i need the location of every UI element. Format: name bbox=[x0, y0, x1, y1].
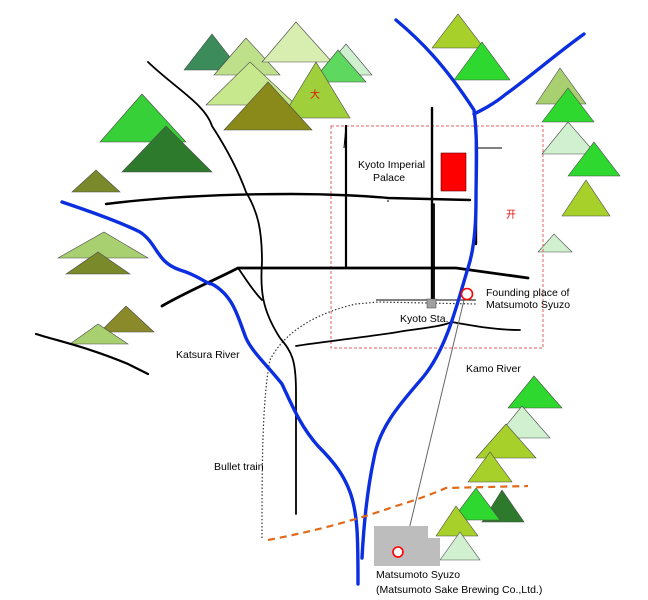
imperial-palace-block bbox=[440, 152, 467, 192]
shrine-mark: 开 bbox=[506, 210, 516, 221]
road-south-station bbox=[295, 321, 521, 347]
katsura-river-label: Katsura River bbox=[176, 349, 240, 361]
katsura-river bbox=[60, 200, 360, 586]
rivers bbox=[60, 18, 586, 586]
founding-place-label-2: Matsumoto Syuzo bbox=[486, 299, 570, 311]
mountain bbox=[507, 375, 563, 409]
map-labels: Kyoto Imperial Palace Founding place of … bbox=[176, 159, 570, 596]
mountains bbox=[56, 13, 621, 561]
road-west-split bbox=[237, 267, 263, 301]
mountain bbox=[453, 41, 511, 81]
road-north-west bbox=[147, 61, 297, 515]
kamo-river-upper-east bbox=[472, 32, 586, 116]
mountain bbox=[431, 13, 485, 49]
brewery-label-1: Matsumoto Syuzo bbox=[376, 569, 460, 581]
kamo-river-label: Kamo River bbox=[466, 363, 521, 375]
kamo-river bbox=[360, 18, 479, 560]
brewery-marker bbox=[392, 546, 404, 558]
mountain bbox=[69, 323, 129, 345]
road-east-west-upper bbox=[104, 192, 472, 206]
mountain bbox=[467, 451, 513, 483]
kyoto-station-marker bbox=[426, 298, 437, 309]
mountain bbox=[99, 305, 155, 333]
mountain bbox=[261, 21, 333, 63]
road-west-diagonal bbox=[34, 332, 150, 376]
thin-roads bbox=[343, 125, 502, 301]
bullet-train-label: Bullet train bbox=[214, 461, 264, 473]
mountain bbox=[71, 169, 121, 193]
mountain bbox=[56, 231, 150, 259]
mountain bbox=[121, 125, 213, 173]
mountain bbox=[65, 251, 131, 275]
daimonji-mark: 大 bbox=[310, 88, 320, 101]
mountain bbox=[439, 531, 481, 561]
relocation-arrow bbox=[406, 299, 465, 539]
city-boundary bbox=[330, 125, 544, 349]
kyoto-station-label: Kyoto Sta. bbox=[400, 313, 448, 325]
mountain bbox=[475, 423, 537, 459]
brewery-label-2: (Matsumoto Sake Brewing Co.,Ltd.) bbox=[376, 584, 542, 596]
mountain bbox=[537, 233, 573, 253]
mountain bbox=[223, 81, 313, 131]
brewery-area bbox=[374, 526, 440, 566]
imperial-palace-label-2: Palace bbox=[373, 172, 405, 184]
mountain bbox=[311, 49, 367, 83]
mountain bbox=[567, 141, 621, 177]
founding-place-marker bbox=[460, 287, 474, 301]
founding-place-label-1: Founding place of bbox=[486, 287, 570, 299]
mountain bbox=[281, 61, 351, 119]
imperial-palace-label-1: Kyoto Imperial bbox=[358, 159, 425, 171]
bullet-train-line bbox=[261, 301, 477, 539]
mountain bbox=[561, 179, 611, 217]
mountain bbox=[541, 121, 597, 155]
bullet-train-orange bbox=[267, 484, 529, 542]
mountain bbox=[451, 487, 501, 521]
